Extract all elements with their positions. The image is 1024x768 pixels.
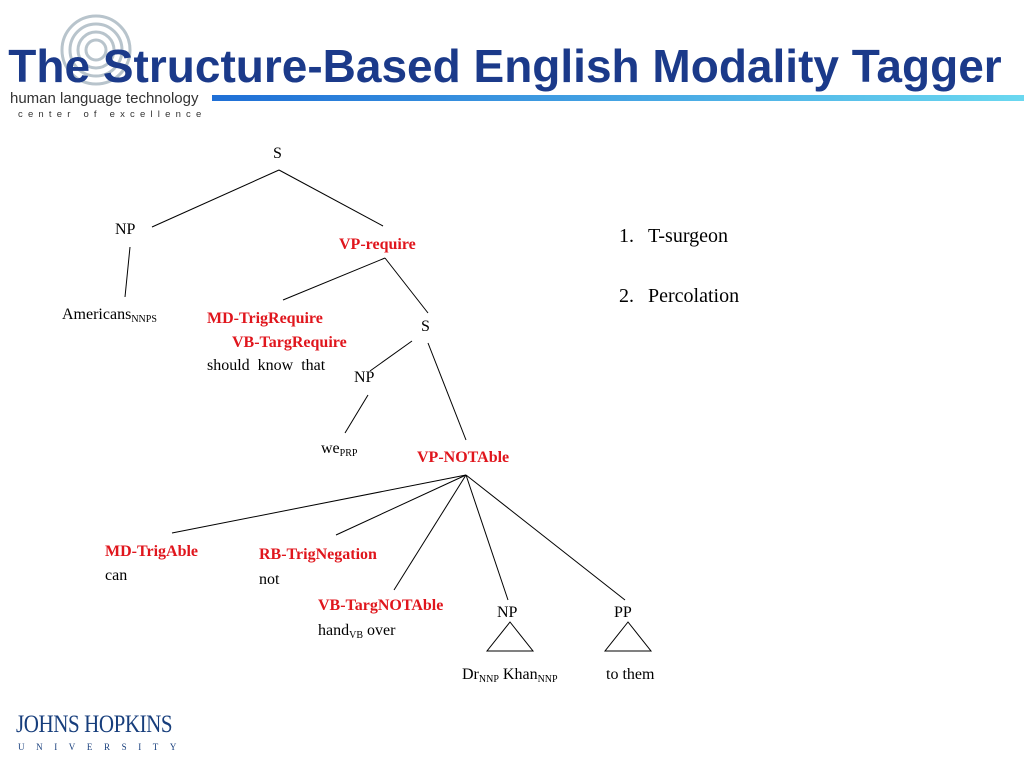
leaf-we: wePRP	[321, 440, 358, 459]
list-item: 1.T-surgeon	[619, 225, 728, 247]
node-np-object: NP	[497, 604, 518, 621]
node-md-trigable: MD-TrigAble	[105, 543, 199, 560]
leaf-americans: AmericansNNPS	[62, 306, 157, 325]
node-vp-notable: VP-NOTAble	[417, 449, 510, 466]
leaf-to-them: to them	[606, 666, 655, 683]
logo-text: human language technology	[10, 90, 199, 107]
jhu-logo-subtext: UNIVERSITY	[18, 742, 188, 752]
node-md-trigrequire: MD-TrigRequire	[207, 310, 323, 327]
leaf-dr-khan: DrNNP KhanNNP	[462, 666, 558, 685]
jhu-logo-name: JOHNS HOPKINS	[16, 711, 173, 738]
logo-subtext: center of excellence	[18, 109, 207, 120]
slide-title: The Structure-Based English Modality Tag…	[8, 40, 1002, 92]
list-item: 2.Percolation	[619, 285, 740, 307]
node-vb-targrequire: VB-TargRequire	[232, 334, 347, 351]
leaf-can: can	[105, 567, 128, 584]
header-bar	[212, 95, 1024, 101]
node-s-embedded: S	[421, 318, 430, 335]
node-vp-require: VP-require	[339, 236, 416, 253]
node-np-subject: NP	[115, 221, 136, 238]
leaf-hand-over: handVB over	[318, 622, 396, 641]
leaf-not: not	[259, 571, 280, 588]
node-pp: PP	[614, 604, 632, 621]
node-rb-trignegation: RB-TrigNegation	[259, 546, 377, 563]
node-np-we: NP	[354, 369, 375, 386]
leaf-should-know-that: should know that	[207, 357, 326, 374]
node-vb-targnotable: VB-TargNOTAble	[318, 597, 444, 614]
node-s-root: S	[273, 145, 282, 162]
hltcoe-logo-graphic	[60, 14, 132, 86]
